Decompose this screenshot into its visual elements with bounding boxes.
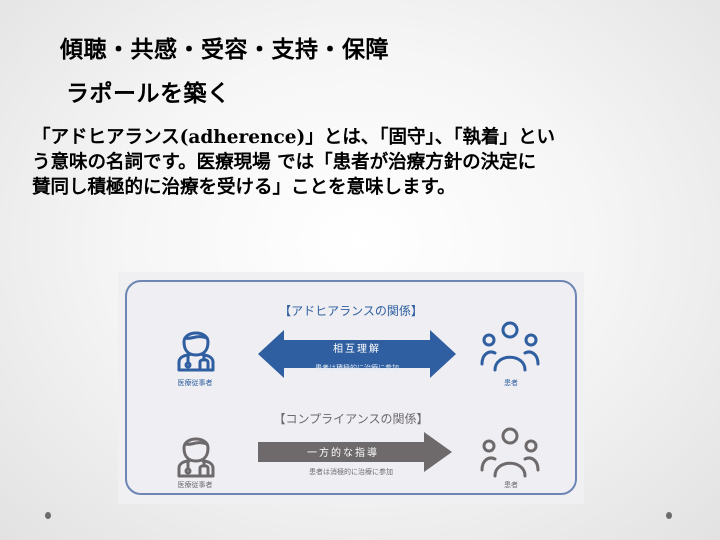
slide-decoration-dot-right (666, 512, 672, 519)
slide-title: 傾聴・共感・受容・支持・保障 (60, 37, 389, 63)
patient-caption: 患者 (504, 379, 518, 387)
compliance-heading: 【コンプライアンスの関係】 (273, 412, 429, 426)
bidirectional-arrow-icon (258, 330, 456, 378)
mutual-understanding-label: 相互理解 (333, 344, 381, 355)
healthcare-worker-caption: 医療従事者 (177, 379, 213, 387)
healthcare-worker-caption: 医療従事者 (177, 481, 213, 489)
body-line: う意味の名詞です。医療現場 では「患者が治療方針の決定に (32, 152, 537, 173)
one-way-guidance-label: 一方的な指導 (307, 448, 379, 459)
one-way-arrow-icon (258, 432, 452, 472)
body-paragraph: 「アドヒアランス(adherence)」とは、「固守」、「執着」とい う意味の名… (32, 125, 672, 200)
adherence-compliance-figure: 【アドヒアランスの関係】 医療従事者 相互理解 患者は積極的に治療に参加 (118, 272, 584, 504)
adherence-sub-label: 患者は積極的に治療に参加 (315, 364, 399, 372)
patient-caption: 患者 (504, 481, 518, 489)
slide-subtitle: ラポールを築く (66, 81, 231, 107)
slide-decoration-dot-left (45, 512, 51, 519)
doctor-icon (177, 437, 215, 478)
doctor-icon (177, 331, 215, 372)
body-line: 「アドヒアランス(adherence)」とは、「固守」、「執着」とい (32, 127, 556, 148)
body-line: 賛同し積極的に治療を受ける」ことを意味します。 (32, 177, 456, 198)
adherence-heading: 【アドヒアランスの関係】 (279, 304, 423, 318)
compliance-sub-label: 患者は消極的に治療に参加 (309, 468, 393, 476)
patients-group-icon (480, 321, 540, 372)
patients-group-icon (480, 427, 540, 478)
figure-frame: 【アドヒアランスの関係】 医療従事者 相互理解 患者は積極的に治療に参加 (125, 280, 577, 495)
